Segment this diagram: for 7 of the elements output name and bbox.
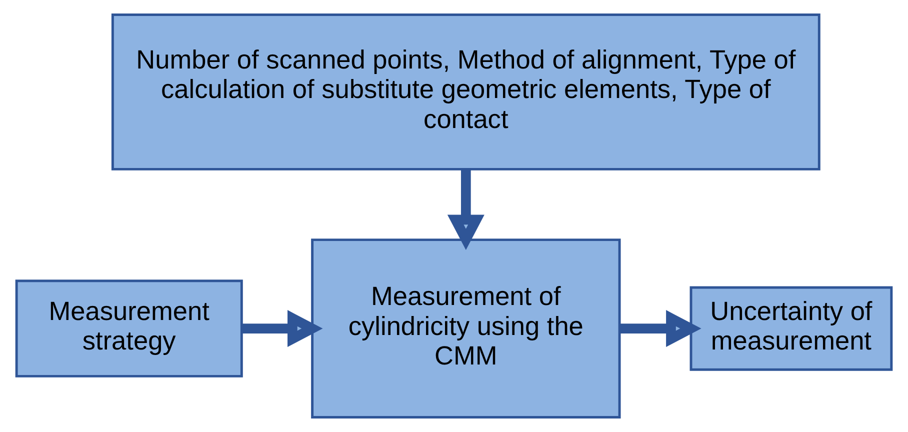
- arrow: [620, 310, 702, 348]
- node-box: Measurement strategy: [15, 280, 243, 378]
- node-box: Measurement of cylindricity using the CMM: [311, 238, 621, 418]
- arrow: [242, 310, 323, 348]
- arrow: [447, 169, 484, 250]
- node-box: Number of scanned points, Method of alignment, Type of calculation of substitute geometric elements, Type of contact: [111, 14, 820, 170]
- node-box: Uncertainty of measurement: [690, 286, 893, 371]
